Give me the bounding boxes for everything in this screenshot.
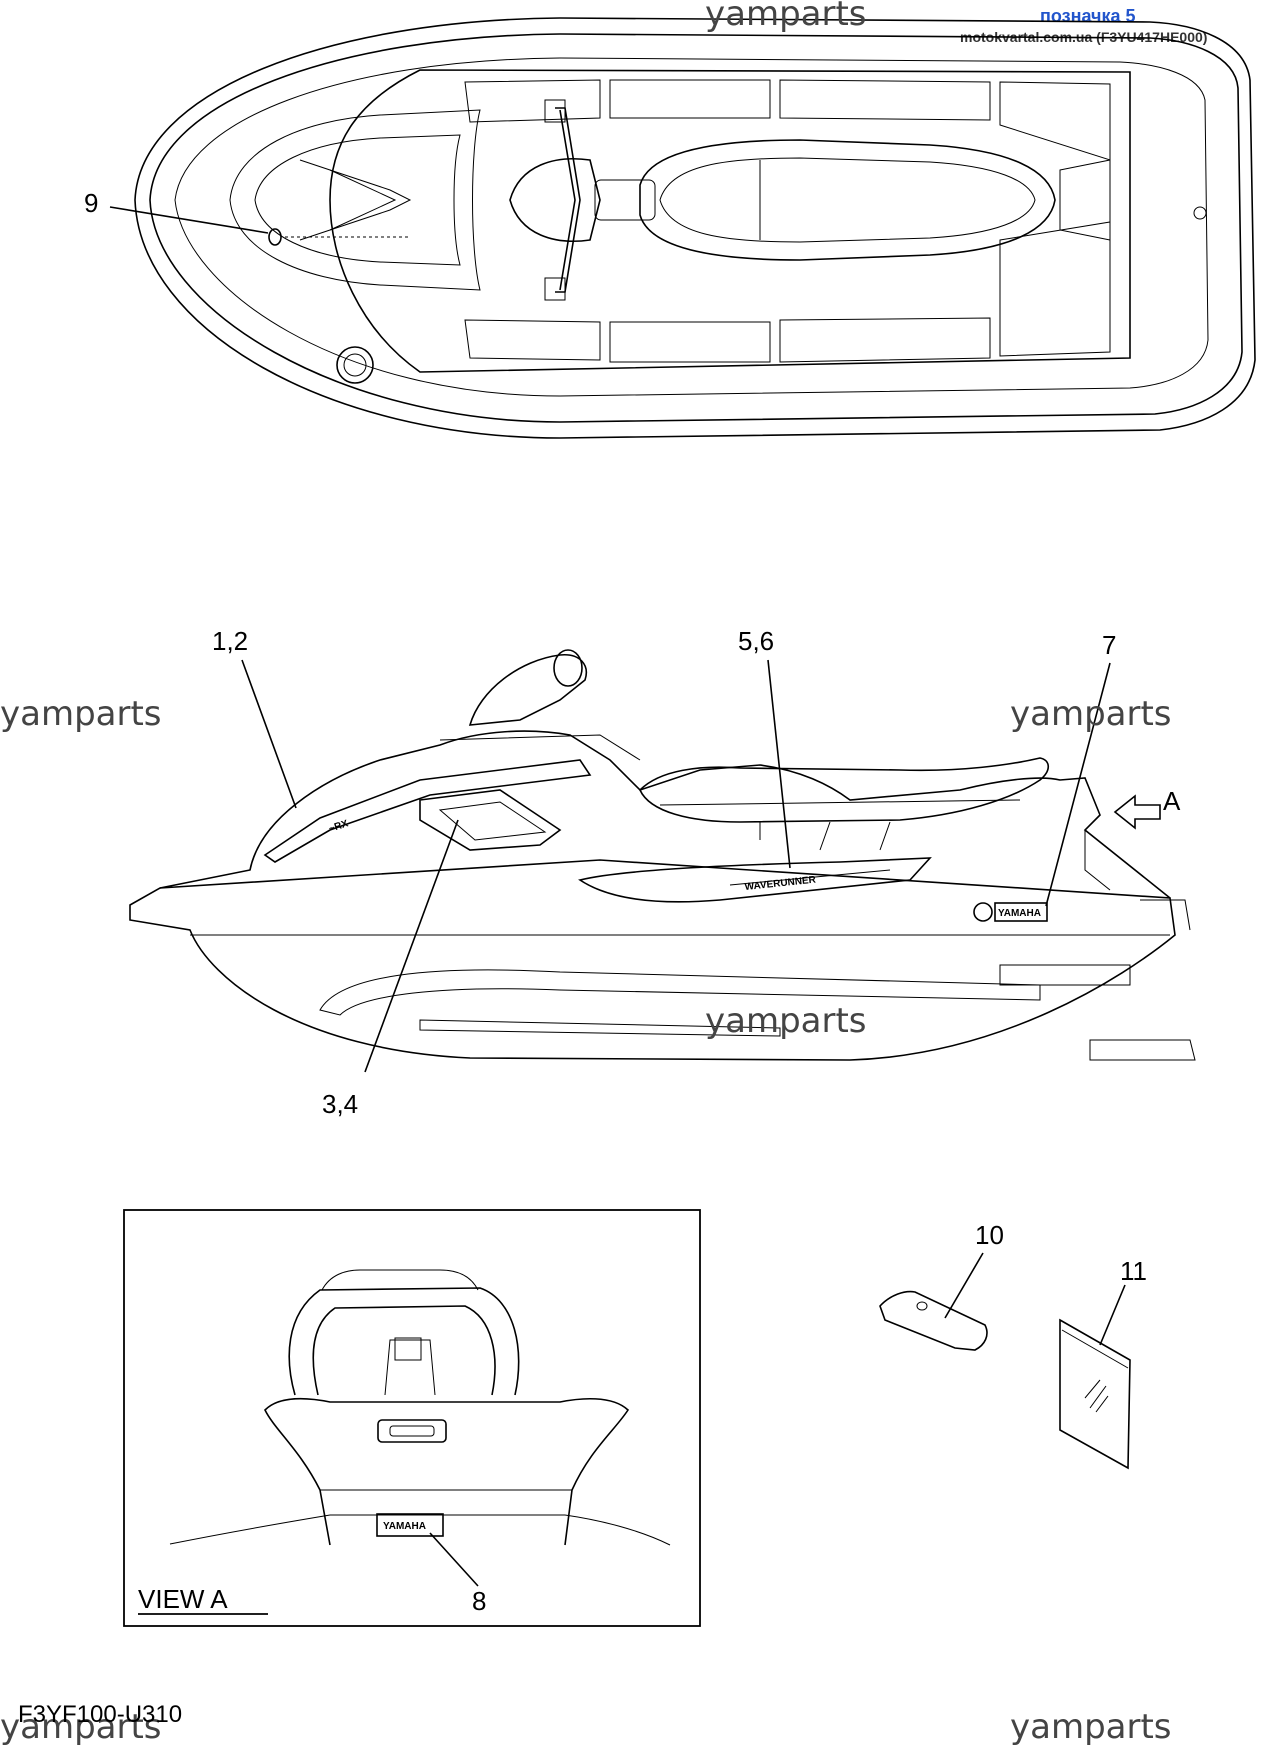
watermark-left: yamparts xyxy=(0,694,162,734)
rear-emblem: YAMAHA xyxy=(383,1521,426,1532)
view-a-label: VIEW A xyxy=(138,1584,228,1614)
callout-5-6: 5,6 xyxy=(738,626,774,656)
svg-text:~RX: ~RX xyxy=(328,818,350,835)
side-emblem: YAMAHA xyxy=(998,908,1041,919)
arrow-left-icon xyxy=(1113,794,1161,830)
header-label: позначка 5 xyxy=(1040,6,1136,26)
callout-3-4: 3,4 xyxy=(322,1089,358,1119)
callout-11: 11 xyxy=(1120,1256,1147,1286)
view-a-frame xyxy=(123,1209,701,1627)
watermark-bottom-right: yamparts xyxy=(1010,1707,1172,1747)
decal-sheet-icon xyxy=(1059,1318,1131,1470)
callout-10: 10 xyxy=(975,1220,1004,1250)
decal-tag-icon xyxy=(879,1290,988,1351)
diagram-code: F3YF100-U310 xyxy=(18,1701,182,1728)
watermark-right: yamparts xyxy=(1010,694,1172,734)
watermark-top: yamparts xyxy=(705,0,867,34)
callout-9: 9 xyxy=(84,188,98,218)
callout-7: 7 xyxy=(1102,630,1116,660)
callout-8: 8 xyxy=(472,1586,486,1616)
top-view-watercraft xyxy=(134,17,1256,439)
watermark-center: yamparts xyxy=(705,1001,867,1041)
callout-1-2: 1,2 xyxy=(212,626,248,656)
direction-label: A xyxy=(1163,786,1181,816)
rear-view-watercraft: YAMAHA xyxy=(169,1269,671,1546)
watermark-bottom-left: yamparts xyxy=(0,1707,162,1747)
